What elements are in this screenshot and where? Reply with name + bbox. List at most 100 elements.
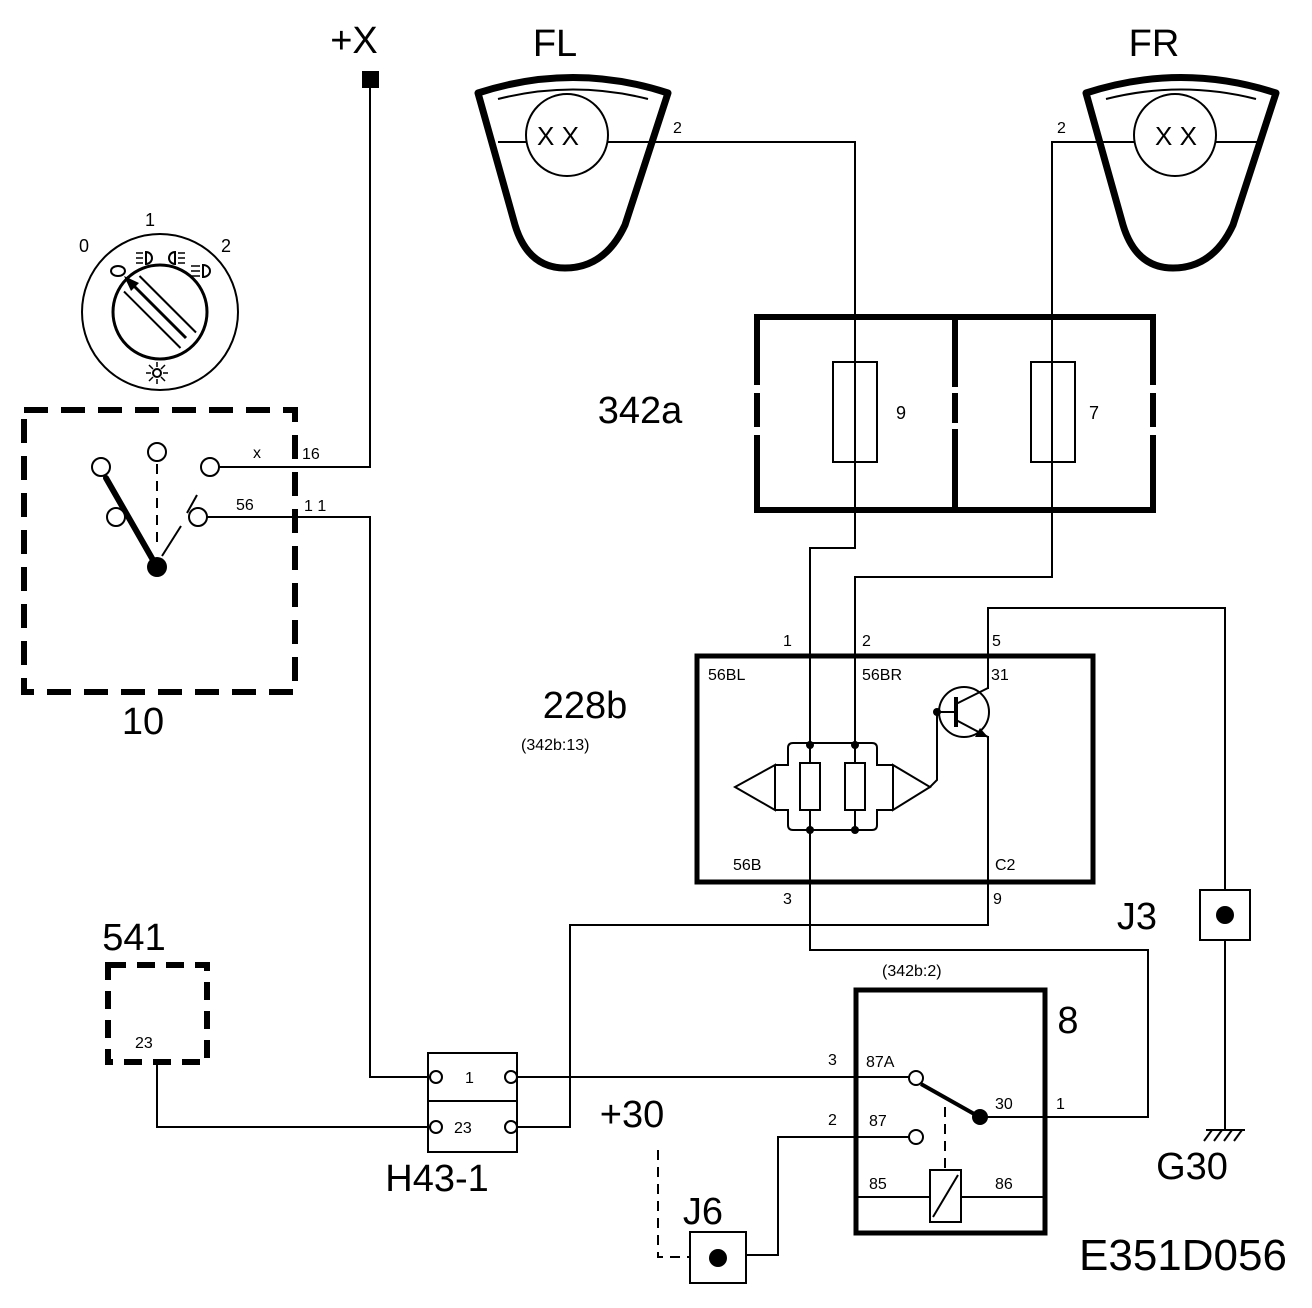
lamp-fl-bulb: [525, 93, 609, 177]
module-pin-2: 2: [862, 633, 871, 650]
knob-arrow-head: [124, 276, 139, 291]
relay-contact-87a: [908, 1070, 924, 1086]
relay-contact-87: [908, 1129, 924, 1145]
lamp-fl-bulb-symbol: X X: [537, 121, 579, 151]
switch-contact-x: [200, 457, 220, 477]
parking-light-icon: [168, 250, 185, 266]
dial-knob: [111, 263, 209, 361]
wire-base-drive: [928, 711, 938, 789]
amplifier-left-icon: [732, 763, 776, 812]
module-term-56b: 56B: [733, 857, 761, 874]
light-switch-10: x 16 56 1 1 10: [21, 407, 326, 743]
wire-541-to-h43: [156, 1061, 431, 1128]
resistor-icon: [799, 762, 821, 811]
wire-fl: [607, 141, 856, 746]
relay-term-87a: 87A: [866, 1054, 895, 1071]
lamp-fl-housing: [474, 74, 672, 272]
plus-x-label: +X: [330, 20, 378, 62]
ground-label: G30: [1156, 1146, 1228, 1188]
wire-plus-30-dashed: [657, 1150, 690, 1258]
amplifier-right-icon: [892, 763, 932, 812]
lamp-fr-bulb: [1133, 93, 1217, 177]
wire-emitter-to-h43: [516, 736, 989, 1128]
fuse-9-label: 9: [896, 403, 906, 423]
switch-pivot: [147, 557, 167, 577]
light-switch-housing: [21, 407, 298, 695]
light-switch-label: 10: [122, 701, 164, 743]
module-housing: [694, 653, 1096, 885]
wire-collector-to-j3: [987, 607, 1226, 891]
module-pin-5: 5: [992, 633, 1001, 650]
relay-housing: [853, 987, 1048, 1236]
lamp-fl-lens: [497, 88, 649, 100]
wire-56: [206, 516, 431, 1078]
fuse-box-342a: 9 7 342a: [598, 314, 1156, 513]
relay-switch-arm: [920, 1082, 977, 1117]
junction-dot: [851, 741, 859, 749]
lamp-fr: FR X X 2: [1057, 23, 1280, 272]
switch-contact-0: [91, 457, 111, 477]
lamp-fl-label: FL: [533, 23, 577, 65]
relay-pin-3: 3: [828, 1052, 837, 1069]
connector-label: H43-1: [385, 1158, 489, 1200]
switch-lever: [103, 475, 160, 570]
unit-541-pin: 23: [135, 1035, 153, 1052]
connector-pin-23-out: [504, 1120, 518, 1134]
lamp-fr-bulb-symbol: X X: [1155, 121, 1197, 151]
switch-contact-link: [161, 525, 182, 557]
module-term-56br: 56BR: [862, 667, 902, 684]
lamp-fr-pin: 2: [1057, 120, 1066, 137]
module-term-c2: C2: [995, 857, 1016, 874]
fuse-icon: [1030, 361, 1076, 463]
position-1-label: 1: [145, 210, 155, 230]
connector-pin-1-out: [504, 1070, 518, 1084]
plus-x-terminal: [362, 71, 379, 88]
sense-network-top: [775, 742, 893, 766]
pin-16-label: 16: [302, 446, 320, 463]
relay-ref: (342b:2): [882, 963, 942, 980]
connector-pin-23-in: [429, 1120, 443, 1134]
relay-coil-icon: [929, 1169, 962, 1223]
connector-pin-23-label: 23: [454, 1120, 472, 1137]
light-switch-dial: 0 1 2: [79, 210, 239, 391]
pin-11-label: 1 1: [304, 498, 326, 515]
sense-network-bottom: [775, 809, 893, 831]
j6-label: J6: [683, 1191, 723, 1233]
headlight-icon: [191, 263, 211, 279]
switch-contact-lower-left: [106, 507, 126, 527]
connector-body: [427, 1052, 518, 1153]
module-pin-9: 9: [993, 891, 1002, 908]
switch-contact-1: [147, 442, 167, 462]
dial-outer-ring: [81, 233, 239, 391]
wire-x-label: x: [253, 445, 261, 462]
connector-pin-1-label: 1: [465, 1070, 474, 1087]
module-228b: 228b (342b:13) 1 2 5 56BL 56BR 31 56B C2…: [521, 633, 1096, 908]
lamp-fl-pin: 2: [673, 120, 682, 137]
j3-label: J3: [1117, 896, 1157, 938]
switch-contact-56: [188, 507, 208, 527]
wire-56b-to-relay-30: [809, 829, 1149, 1118]
fuse-box-label: 342a: [598, 390, 683, 432]
relay-label: 8: [1057, 1000, 1078, 1042]
wire-plus-x: [218, 87, 371, 468]
junction-dot: [806, 741, 814, 749]
wire-relay-87-to-j6: [745, 1136, 910, 1256]
module-ref: (342b:13): [521, 737, 590, 754]
splice-j6-dot: [709, 1249, 727, 1267]
position-2-label: 2: [221, 236, 231, 256]
resistor-leads: [809, 745, 856, 830]
switch-contact-tail: [186, 494, 198, 514]
fuse-7-label: 7: [1089, 403, 1099, 423]
lamp-off-icon: [110, 265, 126, 277]
wire-fr: [854, 141, 1135, 746]
plus-30-label: +30: [600, 1094, 664, 1136]
parking-light-icon: [136, 250, 153, 266]
panel-light-icon: [146, 362, 168, 384]
lamp-fr-label: FR: [1129, 23, 1180, 65]
wire-56-label: 56: [236, 497, 254, 514]
relay-8: (342b:2) 8 3 87A 2 87 30 1 85 86: [828, 963, 1079, 1236]
fuse-icon: [832, 361, 878, 463]
knob-arrow-shaft: [130, 282, 188, 340]
relay-term-86: 86: [995, 1176, 1013, 1193]
